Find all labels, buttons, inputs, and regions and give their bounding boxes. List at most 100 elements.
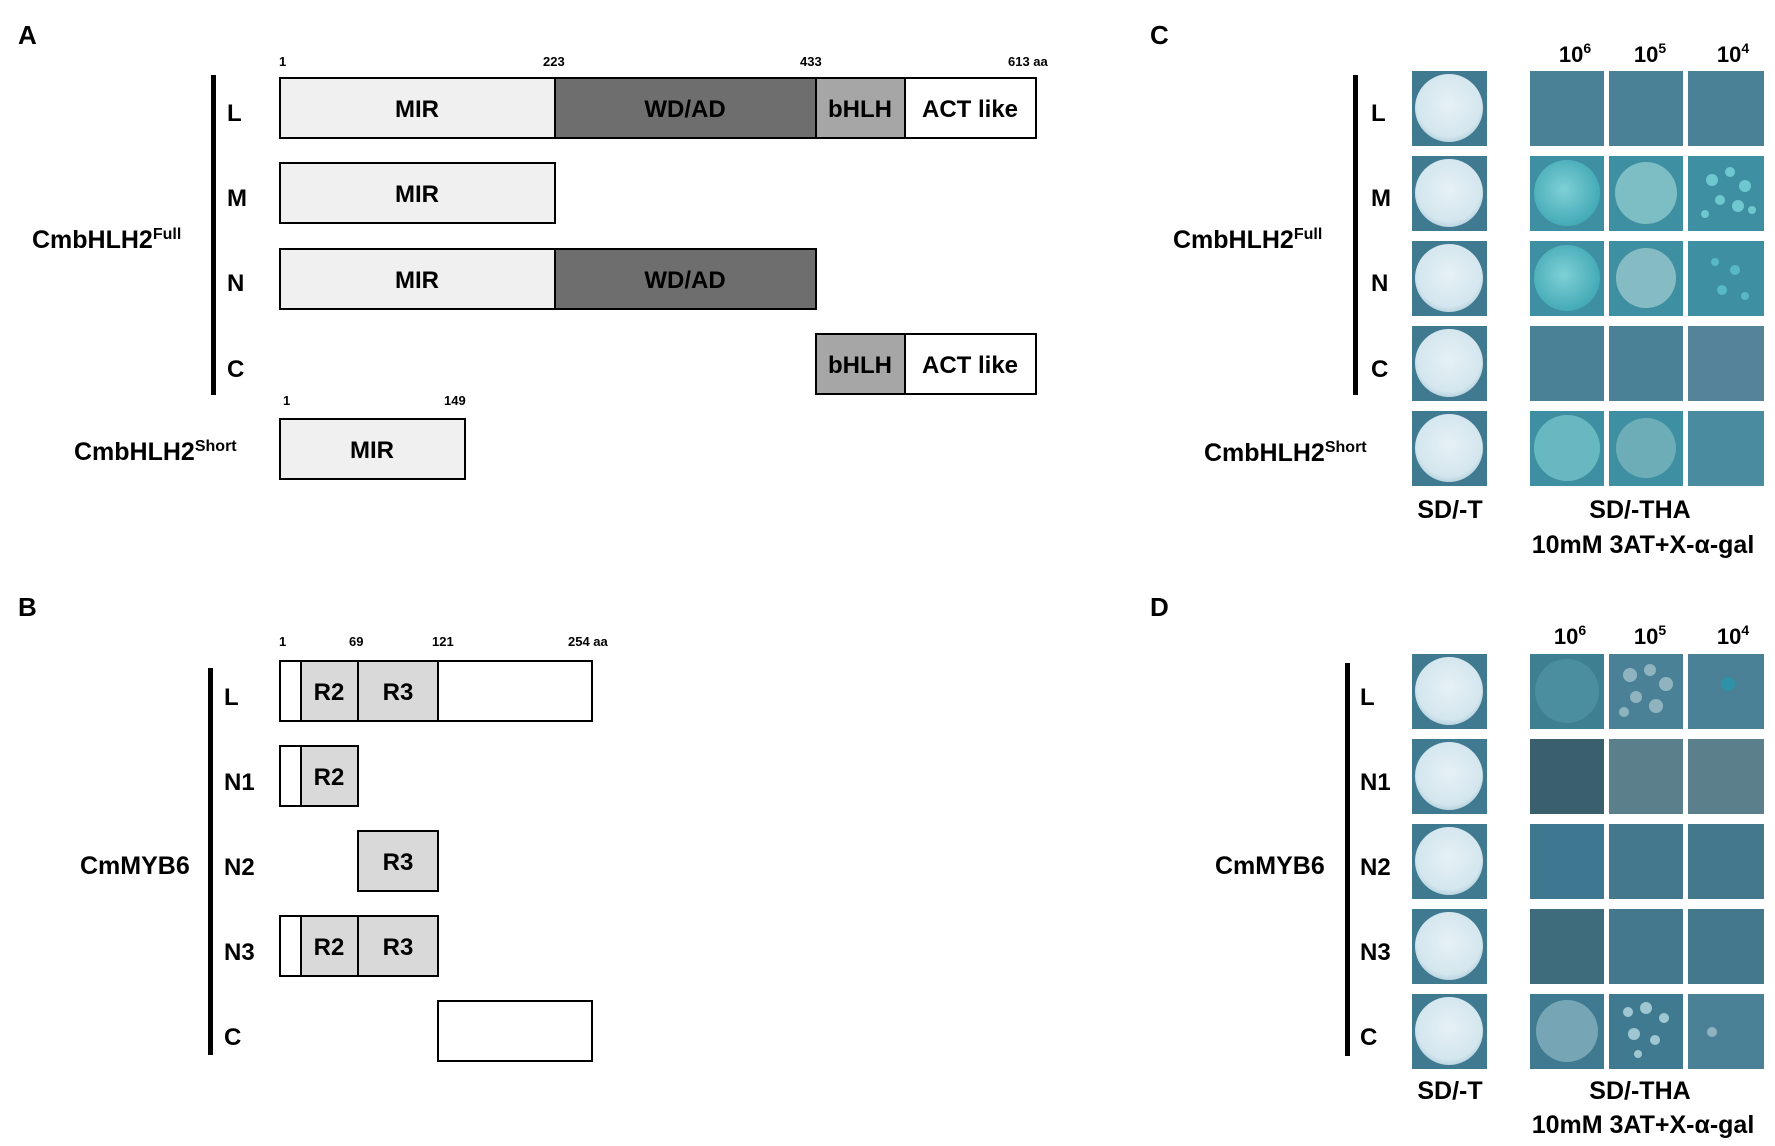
domain-label: MIR: [395, 181, 439, 208]
control-medium-label: SD/-T: [1417, 496, 1482, 524]
dilution-label: 106: [1559, 40, 1591, 67]
yeast-spot: [1534, 245, 1600, 311]
selective-medium-label: SD/-THA: [1589, 1077, 1690, 1105]
row-label: N1: [1360, 769, 1391, 796]
group-bracket: [1353, 75, 1358, 395]
plate-square: [1688, 411, 1764, 486]
panel-b: B 1 69 121 254 aa CmMYB6 L N1 N2 N3 C R2…: [18, 592, 609, 1062]
domain-act-like: [904, 77, 1037, 139]
plate-square: [1609, 909, 1683, 984]
domain-label: WD/AD: [644, 267, 725, 294]
selective-medium-label: SD/-THA: [1589, 496, 1690, 524]
panel-letter-c: C: [1150, 20, 1169, 50]
yeast-spot: [1616, 418, 1676, 478]
domain-mir: [279, 248, 556, 310]
tick-label: 149: [444, 393, 466, 408]
domain-label: R2: [314, 934, 345, 961]
domain-label: ACT like: [922, 352, 1018, 379]
yeast-spot: [1415, 742, 1483, 810]
row-label: C: [224, 1024, 241, 1051]
domain-r2: [300, 745, 359, 807]
row-label: N: [1371, 270, 1388, 297]
domain-wd-ad: [554, 248, 817, 310]
panel-letter-a: A: [18, 20, 37, 50]
domain-act-like: [904, 333, 1037, 395]
domain-r2: [300, 660, 359, 722]
plate-square: [1688, 326, 1764, 401]
domain-bar-l: MIR WD/AD bHLH ACT like: [279, 77, 1037, 139]
domain-label: MIR: [395, 267, 439, 294]
group-bracket: [1345, 663, 1350, 1056]
plate-square: [1530, 909, 1604, 984]
colony-cluster: [1701, 167, 1756, 218]
row-label: N2: [1360, 854, 1391, 881]
domain-label: MIR: [395, 96, 439, 123]
group-bracket: [211, 75, 216, 395]
yeast-spot: [1415, 414, 1483, 482]
selective-plates: [1530, 71, 1764, 486]
yeast-spot: [1415, 827, 1483, 895]
yeast-spot: [1415, 74, 1483, 142]
yeast-spot: [1721, 677, 1735, 691]
tick-label: 121: [432, 634, 454, 649]
tick-label: 1: [279, 634, 286, 649]
domain-bar-n: MIR WD/AD: [279, 248, 817, 310]
domain-bar-c: [437, 1000, 593, 1062]
tick-label: 223: [543, 54, 565, 69]
row-label: N3: [1360, 939, 1391, 966]
row-label: N3: [224, 939, 255, 966]
plate-square: [1609, 71, 1683, 146]
plate-square: [1530, 71, 1604, 146]
colony-cluster: [1623, 1002, 1669, 1058]
row-label: N: [227, 270, 244, 297]
short-group-label: CmbHLH2Short: [1204, 439, 1367, 467]
group-label: CmbHLH2Full: [1173, 226, 1322, 254]
plate-square: [1609, 654, 1683, 729]
tick-label: 1: [279, 54, 286, 69]
plate-square: [1688, 994, 1764, 1069]
plate-square: [1609, 739, 1683, 814]
plate-square: [1609, 326, 1683, 401]
row-label: C: [227, 356, 244, 383]
domain-mir: [279, 77, 556, 139]
group-label: CmMYB6: [1215, 852, 1325, 880]
yeast-spot: [1536, 1000, 1598, 1062]
domain-bar-c: bHLH ACT like: [815, 333, 1037, 395]
panel-d: D 106 105 104 CmMYB6 L N1 N2 N3 C: [1150, 592, 1764, 1139]
tick-label: 254 aa: [568, 634, 609, 649]
domain-label: WD/AD: [644, 96, 725, 123]
colony-cluster: [1711, 258, 1749, 300]
dilution-label: 106: [1554, 622, 1586, 649]
domain-bar-m: MIR: [279, 162, 556, 224]
plate-square: [1688, 241, 1764, 316]
domain-label: bHLH: [828, 352, 892, 379]
selective-plates: [1530, 654, 1764, 1069]
domain-bar-n1: R2: [279, 745, 359, 807]
group-label: CmbHLH2Full: [32, 226, 181, 254]
yeast-spot: [1616, 248, 1676, 308]
domain-mir-short: [279, 418, 466, 480]
domain-label: R2: [314, 764, 345, 791]
tick-label: 613 aa: [1008, 54, 1049, 69]
plate-square: [1530, 326, 1604, 401]
plate-square: [1688, 739, 1764, 814]
yeast-spot: [1415, 997, 1483, 1065]
panel-letter-d: D: [1150, 592, 1169, 622]
domain-label: R3: [383, 849, 414, 876]
row-label: M: [1371, 185, 1391, 212]
dilution-label: 104: [1717, 622, 1749, 649]
yeast-spot: [1707, 1027, 1717, 1037]
domain-r3: [357, 660, 439, 722]
yeast-spot: [1415, 159, 1483, 227]
panel-c: C 106 105 104 CmbHLH2Full CmbHLH2Short L…: [1150, 20, 1764, 559]
row-label: L: [224, 684, 239, 711]
row-label: M: [227, 185, 247, 212]
plate-square: [1530, 824, 1604, 899]
domain-bar-n3: R2 R3: [279, 915, 439, 977]
selective-medium-label: 10mM 3AT+X-α-gal: [1532, 531, 1755, 559]
row-label: L: [227, 100, 242, 127]
protein-backbone: [437, 1000, 593, 1062]
domain-bhlh: [815, 333, 906, 395]
tick-label: 1: [283, 393, 290, 408]
